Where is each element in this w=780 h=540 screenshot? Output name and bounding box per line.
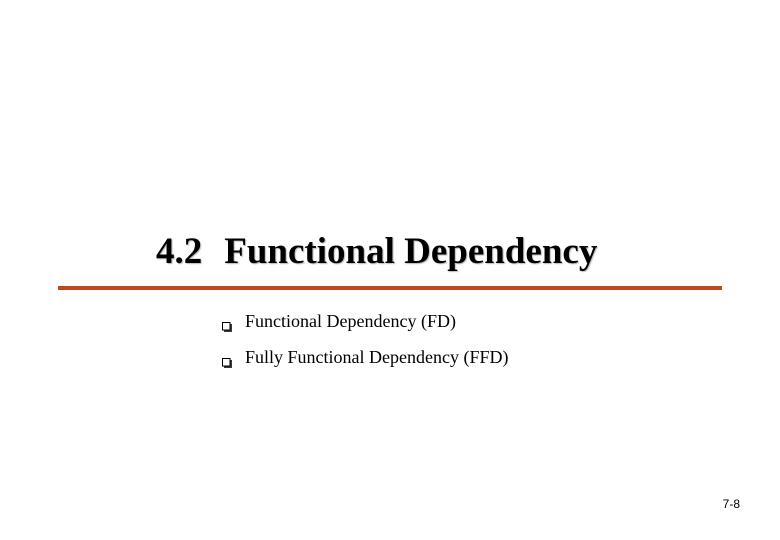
checkbox-square-icon	[222, 352, 232, 368]
section-number: 4.2	[156, 231, 203, 272]
section-title-text: Functional Dependency	[224, 231, 598, 272]
bullet-item-ffd: Fully Functional Dependency (FFD)	[222, 342, 508, 372]
title-divider	[58, 286, 722, 290]
bullet-item-fd: Functional Dependency (FD)	[222, 306, 508, 336]
page-number: 7-8	[722, 497, 740, 511]
section-title: 4.2 Functional Dependency	[156, 226, 597, 278]
bullet-text: Functional Dependency (FD)	[245, 310, 456, 331]
checkbox-square-icon	[222, 316, 232, 332]
bullet-list: Functional Dependency (FD) Fully Functio…	[222, 306, 508, 378]
bullet-text: Fully Functional Dependency (FFD)	[245, 346, 509, 367]
